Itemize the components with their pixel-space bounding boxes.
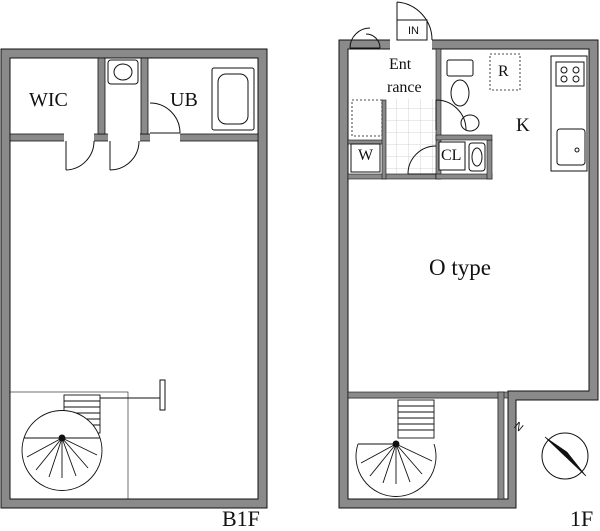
1f-entrance-door (396, 1, 433, 41)
1f-basin (468, 142, 486, 172)
1f-toilet (446, 59, 480, 132)
room-label-cl: CL (441, 147, 462, 164)
1f-closet (438, 141, 466, 171)
1f-toilet-door (435, 99, 467, 131)
1f-refrigerator-space (489, 53, 521, 91)
b1f-door-ub (149, 102, 181, 134)
1f-spiral-stair (355, 399, 437, 497)
b1f-plan (0, 48, 268, 509)
room-label-entrance-line1: Ent (389, 56, 412, 73)
room-label-k: K (516, 115, 530, 136)
1f-plan (338, 1, 599, 509)
room-label-entrance-line2: rance (387, 79, 422, 96)
1f-washer-space (350, 143, 381, 173)
room-label-type: O type (429, 255, 491, 280)
entrance-in-mark: IN (408, 25, 419, 37)
b1f-bathtub (211, 67, 255, 131)
1f-storage-door (349, 27, 381, 49)
floor-label-b1f: B1F (222, 506, 260, 531)
b1f-partition-toilet (140, 57, 149, 135)
room-label-wic: WIC (29, 89, 68, 111)
room-label-w: W (358, 147, 374, 164)
room-label-ub: UB (170, 89, 198, 111)
b1f-toilet (107, 59, 139, 85)
1f-bath-door (407, 145, 437, 175)
b1f-stair-area (9, 391, 129, 500)
compass (541, 432, 589, 480)
b1f-spiral-stair (21, 394, 103, 491)
b1f-handrail (100, 379, 166, 411)
1f-entrance-tile (386, 99, 436, 175)
floor-label-1f: 1F (570, 506, 594, 531)
b1f-door-wic (65, 140, 95, 171)
room-label-r: R (498, 63, 509, 80)
b1f-door-toilet (109, 140, 140, 171)
b1f-partition-wic (97, 57, 106, 135)
1f-kitchen-counter (550, 55, 588, 172)
